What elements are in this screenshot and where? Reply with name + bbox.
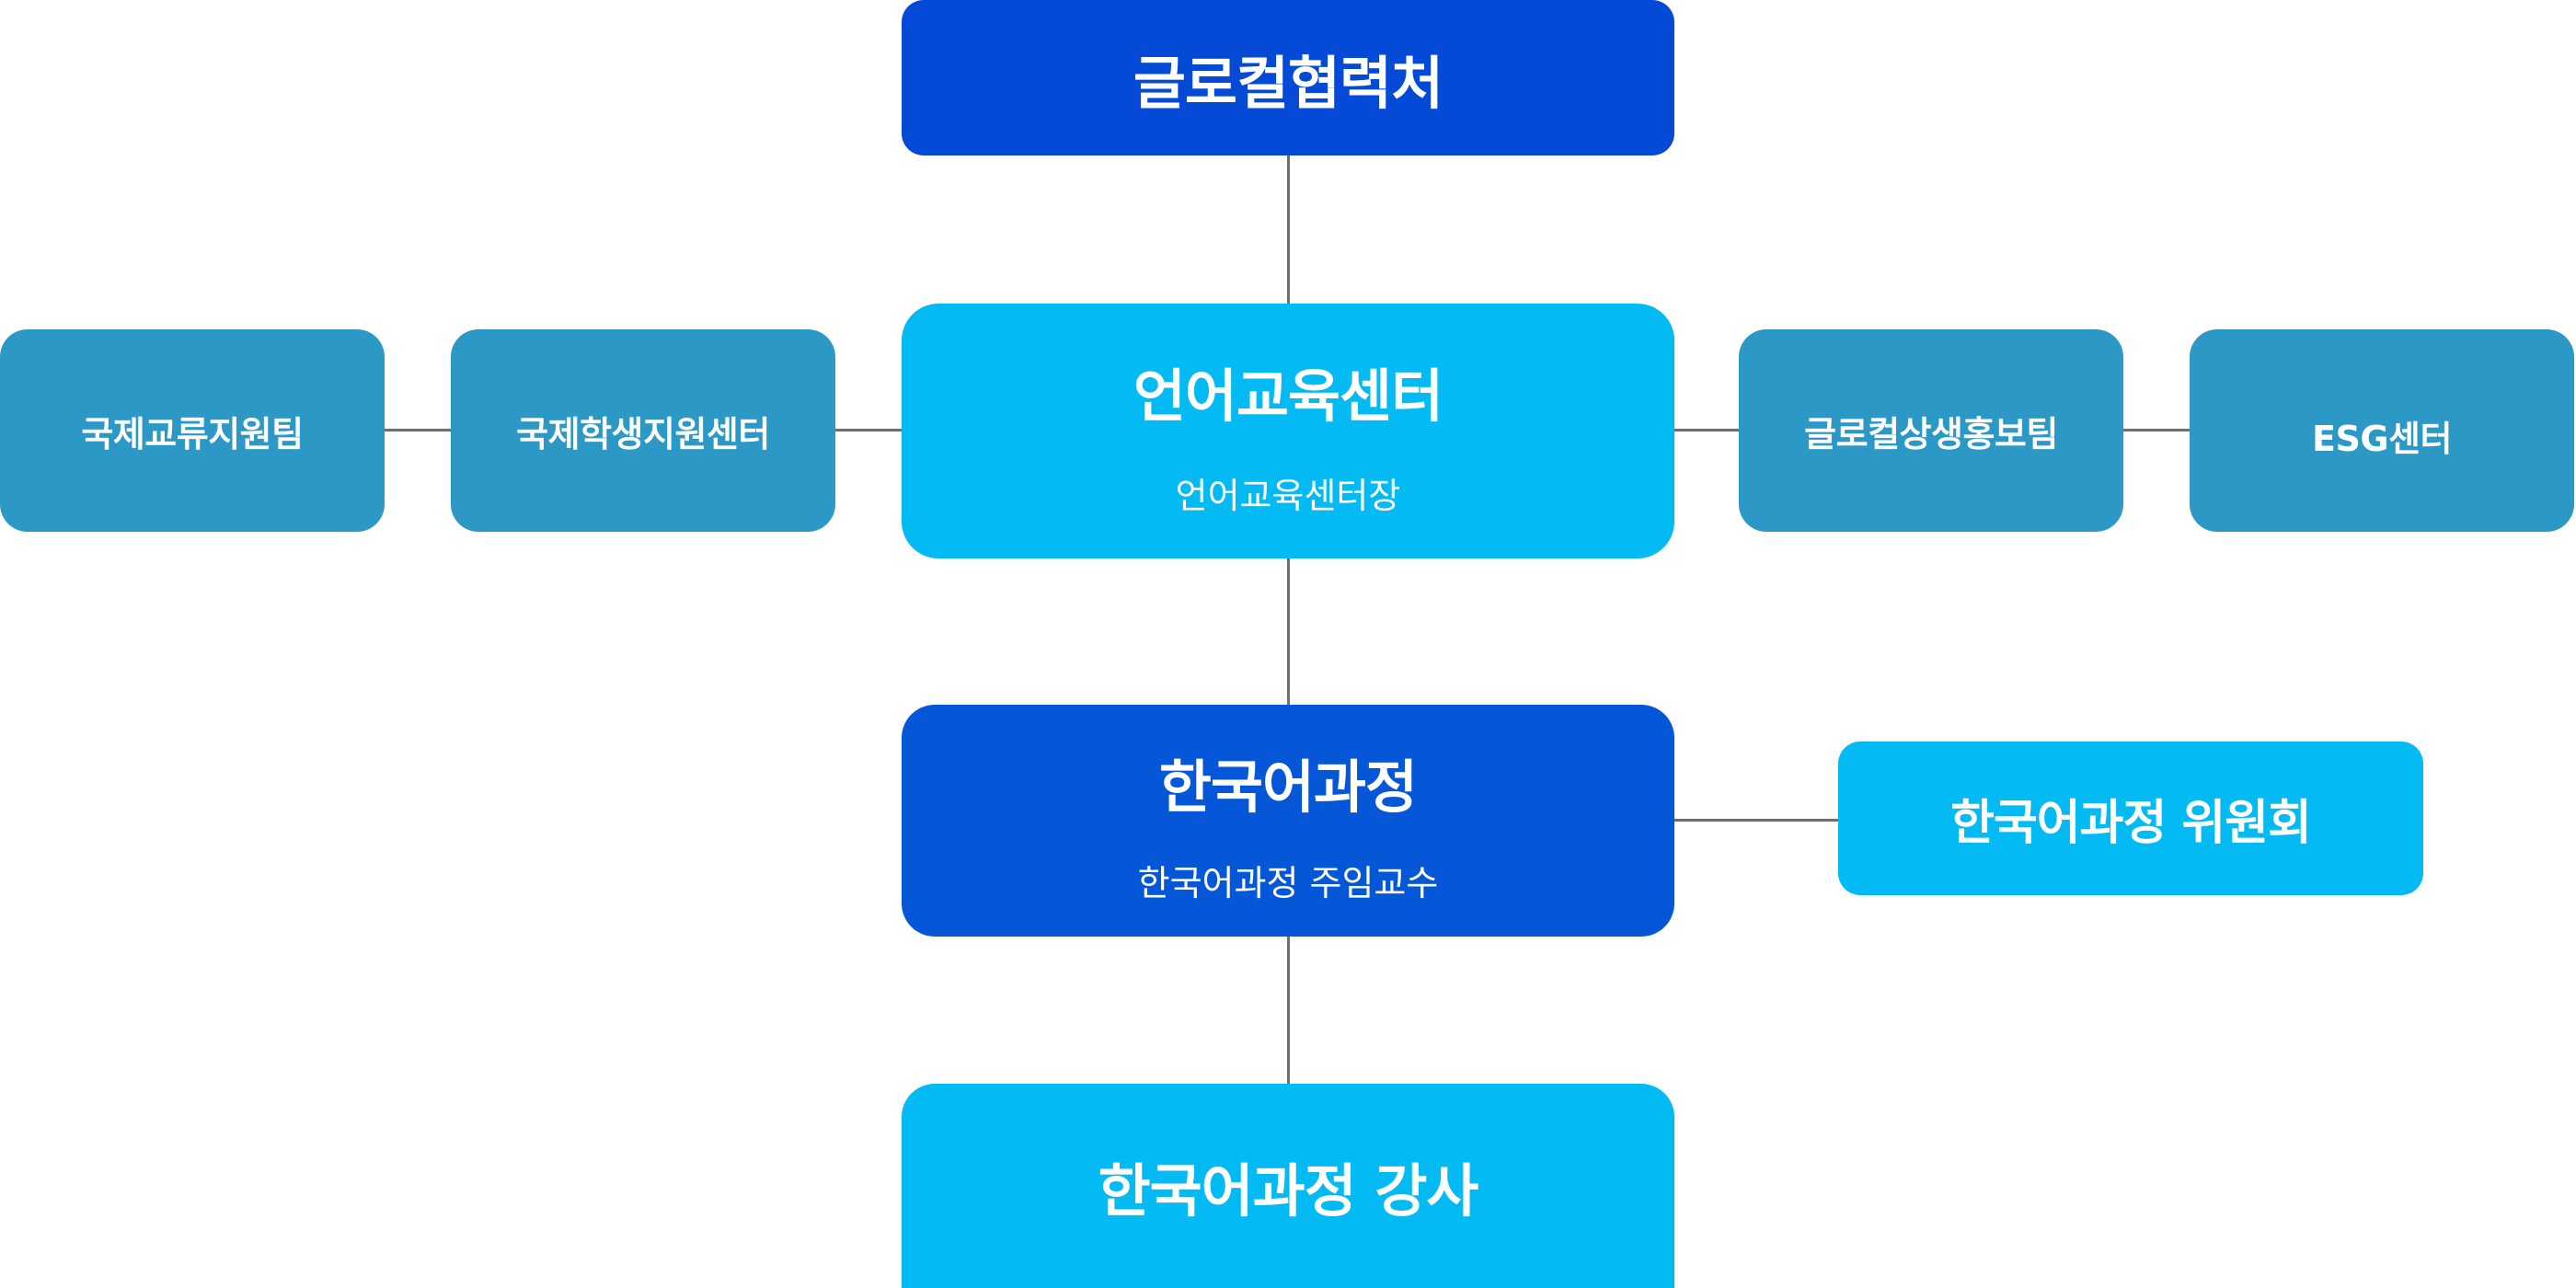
node-title: 한국어과정 강사: [1098, 1157, 1479, 1225]
connector-intl-center-to-language-center: [835, 429, 902, 431]
node-title: 국제학생지원센터: [516, 413, 770, 454]
connector-language-center-to-korean-course: [1287, 558, 1290, 705]
node-language-center: 언어교육센터 언어교육센터장: [902, 304, 1674, 558]
node-title: 글로컬협력처: [1133, 49, 1443, 117]
node-subtitle: 한국어과정 주임교수: [1137, 862, 1439, 903]
node-title: 글로컬상생홍보팀: [1804, 413, 2058, 454]
node-intl-student-center: 국제학생지원센터: [451, 329, 835, 532]
connector-exchange-to-intl-center: [385, 429, 451, 431]
node-title: 한국어과정: [1158, 753, 1418, 821]
connector-korean-course-to-committee: [1674, 819, 1838, 822]
connector-language-center-to-coexistence: [1674, 429, 1739, 431]
node-title: 언어교육센터: [1133, 362, 1443, 430]
node-global-cooperation: 글로컬협력처: [902, 0, 1674, 155]
connector-coexistence-to-esg: [2123, 429, 2190, 431]
node-korean-committee: 한국어과정 위원회: [1838, 742, 2423, 895]
node-title: ESG센터: [2312, 418, 2452, 459]
node-exchange-team: 국제교류지원팀: [0, 329, 385, 532]
node-title: 한국어과정 위원회: [1950, 796, 2312, 851]
node-title: 국제교류지원팀: [81, 413, 304, 454]
node-korean-course: 한국어과정 한국어과정 주임교수: [902, 705, 1674, 937]
node-coexistence-team: 글로컬상생홍보팀: [1739, 329, 2123, 532]
connector-korean-course-to-instructor: [1287, 937, 1290, 1084]
node-esg-center: ESG센터: [2190, 329, 2574, 532]
node-subtitle: 언어교육센터장: [1175, 476, 1401, 516]
node-korean-instructor: 한국어과정 강사: [902, 1084, 1674, 1288]
connector-global-to-language-center: [1287, 155, 1290, 304]
